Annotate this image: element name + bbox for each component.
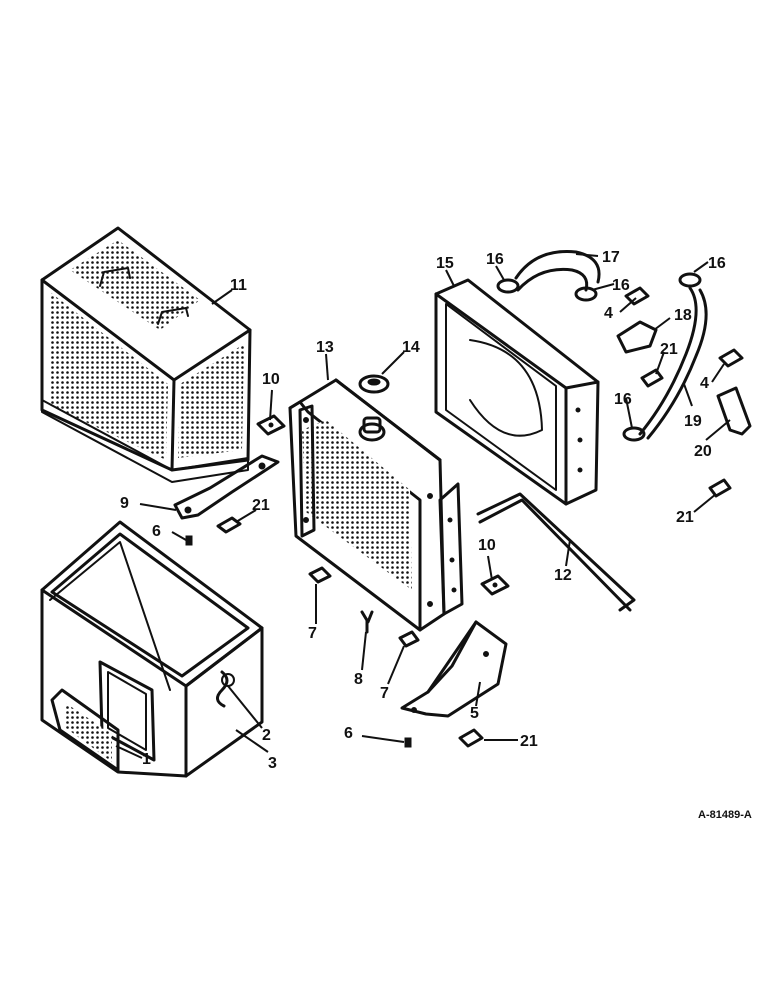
mount-plate-10b (480, 574, 510, 596)
callout-6-upper: 6 (152, 523, 161, 540)
hose-clamp-16a (496, 278, 520, 294)
leader-lines (115, 253, 731, 759)
callout-9: 9 (120, 495, 129, 512)
callout-10-lower: 10 (478, 537, 496, 554)
callout-6-lower: 6 (344, 725, 353, 742)
lower-hose-19 (638, 286, 708, 440)
lower-shroud-3 (40, 520, 264, 778)
upper-hose-17 (514, 250, 601, 292)
callout-11: 11 (230, 277, 247, 294)
callout-16-d: 16 (614, 391, 632, 408)
callout-16-a: 16 (486, 251, 504, 268)
callout-14: 14 (402, 339, 420, 356)
callout-12: 12 (554, 567, 572, 584)
grille-screen-11 (40, 226, 252, 483)
hose-clamp-16d (622, 426, 646, 442)
washer-7a (308, 566, 332, 584)
callout-16-c: 16 (708, 255, 726, 272)
plate-4b (718, 348, 744, 368)
callout-1: 1 (142, 751, 151, 768)
bracket-18 (616, 320, 658, 354)
callout-7-left: 7 (308, 625, 317, 642)
callout-17: 17 (602, 249, 620, 266)
callout-5: 5 (470, 705, 479, 722)
callout-13: 13 (316, 339, 334, 356)
bolt-6b (404, 737, 412, 748)
callout-2: 2 (262, 727, 271, 744)
callout-3: 3 (268, 755, 277, 772)
radiator-13 (288, 378, 464, 632)
bolt-8 (360, 610, 374, 634)
callout-20: 20 (694, 443, 712, 460)
bracket-9 (173, 454, 280, 520)
callout-15: 15 (436, 255, 454, 272)
reference-code: A-81489-A (698, 809, 752, 821)
callout-8: 8 (354, 671, 363, 688)
callout-18: 18 (674, 307, 692, 324)
clip-21a (216, 516, 242, 534)
clip-2 (216, 670, 229, 708)
callout-21-b: 21 (660, 341, 678, 358)
callout-4-right: 4 (700, 375, 709, 392)
washer-7b (398, 630, 420, 648)
support-rod-12 (476, 492, 636, 612)
callout-labels: 1 2 3 4 4 5 6 6 7 7 8 9 10 10 11 12 13 1… (120, 249, 726, 772)
radiator-cap-14 (358, 374, 390, 394)
callout-7-right: 7 (380, 685, 389, 702)
callout-21-c: 21 (676, 509, 694, 526)
callout-10-upper: 10 (262, 371, 280, 388)
clip-21d (458, 728, 484, 748)
callout-21-d: 21 (520, 733, 538, 750)
hose-clamp-16c (678, 272, 702, 288)
callout-21-a: 21 (252, 497, 270, 514)
clip-21c (708, 478, 732, 498)
bracket-20 (716, 386, 752, 436)
hose-clamp-16b (574, 286, 598, 302)
callout-4-left: 4 (604, 305, 613, 322)
callout-16-b: 16 (612, 277, 630, 294)
bracket-5 (400, 620, 508, 718)
callout-19: 19 (684, 413, 702, 430)
panel-1 (50, 688, 120, 772)
mount-plate-10a (256, 414, 286, 436)
bolt-6a (185, 535, 193, 546)
fan-shroud-15 (434, 278, 600, 506)
clip-21b (640, 368, 664, 388)
